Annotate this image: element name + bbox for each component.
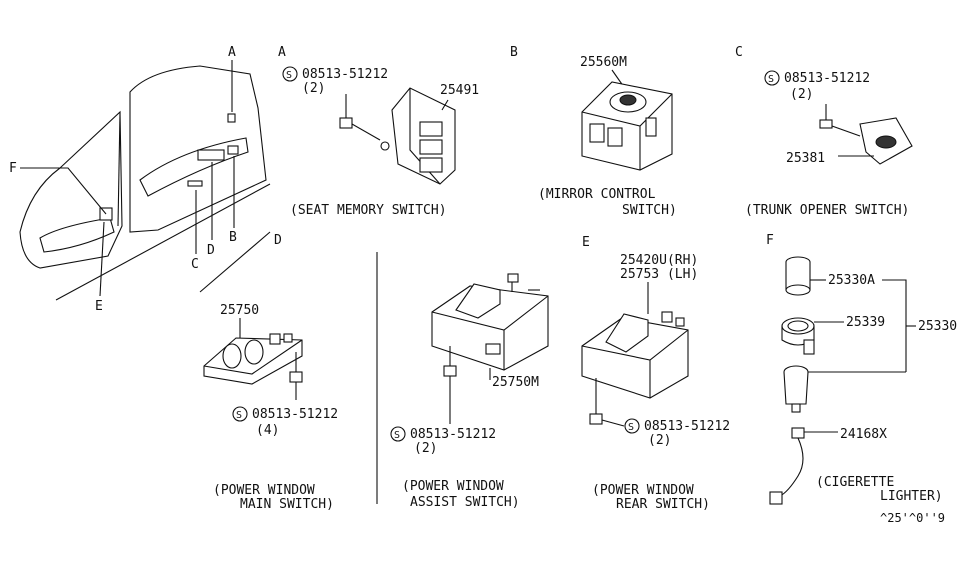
section-C-letter: C: [735, 45, 743, 60]
screw-symbol-d-text: S: [236, 410, 242, 421]
seat-memory-caption: (SEAT MEMORY SWITCH): [290, 203, 447, 218]
f-harness-part: 24168X: [840, 427, 887, 442]
pw-rear-caption-1: (POWER WINDOW: [592, 483, 694, 498]
screw-symbol-a-text: S: [286, 70, 292, 81]
section-E-letter: E: [582, 235, 590, 250]
d-switch-part: 25750: [220, 303, 259, 318]
screw-symbol-assist: [390, 426, 406, 442]
f-ring-part: 25339: [846, 315, 885, 330]
f-plug-part: 25330A: [828, 273, 875, 288]
f-assy-part: 25330: [918, 319, 957, 334]
section-B-letter: B: [510, 45, 518, 60]
a-screw-qty: (2): [302, 81, 325, 96]
assist-screw-part: 08513-51212: [410, 427, 496, 442]
section-F-letter: F: [766, 233, 774, 248]
cig-caption-1: (CIGERETTE: [816, 475, 894, 490]
diagram-code: ^25'^0''9: [880, 511, 945, 525]
screw-symbol-e-text: S: [628, 422, 634, 433]
screw-symbol-a: [282, 66, 298, 82]
power-window-rear-switch-drawing: [581, 282, 689, 427]
pw-assist-caption-2: ASSIST SWITCH): [410, 495, 520, 510]
pw-assist-caption-1: (POWER WINDOW: [402, 479, 504, 494]
c-switch-part: 25381: [786, 151, 825, 166]
assist-switch-part: 25750M: [492, 375, 539, 390]
d-screw-part: 08513-51212: [252, 407, 338, 422]
section-A-letter: A: [278, 45, 286, 60]
callout-B: B: [229, 230, 237, 245]
mirror-caption-2: SWITCH): [622, 203, 677, 218]
callout-A: A: [228, 45, 236, 60]
trunk-opener-switch-drawing: [819, 104, 913, 165]
e-lh-part: 25753 (LH): [620, 267, 698, 282]
screw-symbol-c-text: S: [768, 74, 774, 85]
pw-main-caption-1: (POWER WINDOW: [213, 483, 315, 498]
cig-caption-2: LIGHTER): [880, 489, 943, 504]
e-rh-part: 25420U(RH): [620, 253, 698, 268]
a-switch-part: 25491: [440, 83, 479, 98]
mirror-caption-1: (MIRROR CONTROL: [538, 187, 656, 202]
seat-memory-switch-drawing: [339, 87, 456, 185]
callout-C: C: [191, 257, 199, 272]
screw-symbol-assist-text: S: [394, 430, 400, 441]
pw-rear-caption-2: REAR SWITCH): [616, 497, 710, 512]
d-screw-qty: (4): [256, 423, 279, 438]
b-switch-part: 25560M: [580, 55, 627, 70]
e-screw-part: 08513-51212: [644, 419, 730, 434]
section-D-letter: D: [274, 233, 282, 248]
callout-F: F: [9, 161, 17, 176]
c-screw-qty: (2): [790, 87, 813, 102]
mirror-control-switch-drawing: [581, 69, 673, 171]
a-screw-part: 08513-51212: [302, 67, 388, 82]
e-screw-qty: (2): [648, 433, 671, 448]
assist-screw-qty: (2): [414, 441, 437, 456]
callout-D: D: [207, 243, 215, 258]
screw-symbol-c: [764, 70, 780, 86]
door-panels-illustration: [19, 60, 271, 301]
screw-symbol-e: [624, 418, 640, 434]
callout-E: E: [95, 299, 103, 314]
cigarette-lighter-drawing: [769, 256, 916, 505]
c-screw-part: 08513-51212: [784, 71, 870, 86]
power-window-assist-switch-drawing: [431, 273, 549, 424]
pw-main-caption-2: MAIN SWITCH): [240, 497, 334, 512]
screw-symbol-d: [232, 406, 248, 422]
power-window-main-switch-drawing: [203, 318, 303, 400]
trunk-caption: (TRUNK OPENER SWITCH): [745, 203, 909, 218]
